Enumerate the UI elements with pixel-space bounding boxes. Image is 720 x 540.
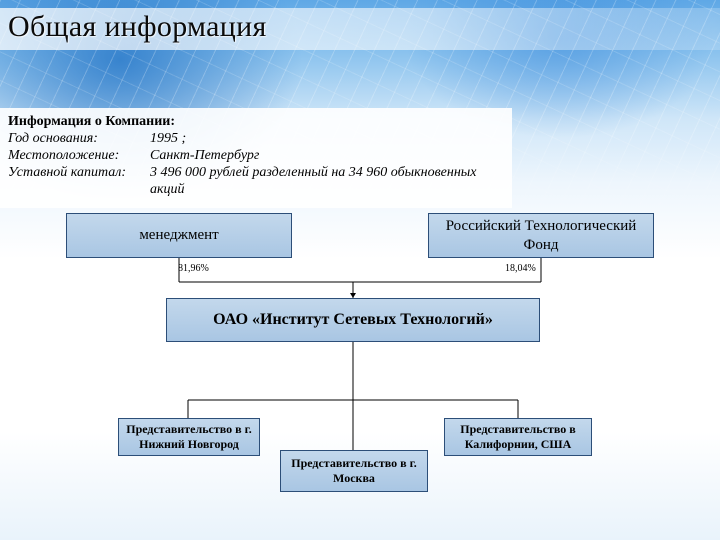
info-label: Уставной капитал: (8, 165, 127, 180)
share-percent-management: 81,96% (178, 263, 209, 274)
branch-box-moscow: Представительство в г. Москва (280, 450, 428, 492)
arrowhead (350, 293, 356, 298)
info-value: 3 496 000 рублей разделенный на 34 960 о… (150, 165, 477, 197)
branch-name: Представительство в г. Нижний Новгород (126, 422, 252, 451)
branch-box-california: Представительство в Калифорнии, США (444, 418, 592, 456)
company-box: ОАО «Институт Сетевых Технологий» (166, 298, 540, 342)
slide-title: Общая информация (8, 10, 267, 43)
info-value: 1995 ; (150, 131, 187, 146)
info-row-capital: Уставной капитал: 3 496 000 рублей разде… (8, 164, 476, 198)
branch-name: Представительство в Калифорнии, США (460, 422, 576, 451)
info-value: Санкт-Петербург (150, 148, 260, 163)
title-band (0, 8, 720, 50)
shareholder-box-rtf: Российский Технологический Фонд (428, 213, 654, 258)
info-label: Местоположение: (8, 148, 120, 163)
info-row-founded: Год основания: 1995 ; (8, 130, 186, 147)
share-percent-rtf: 18,04% (505, 263, 536, 274)
branch-box-nizhny-novgorod: Представительство в г. Нижний Новгород (118, 418, 260, 456)
company-info-heading: Информация о Компании: (8, 114, 176, 129)
company-info: Информация о Компании: Год основания: 19… (8, 113, 476, 198)
branch-name: Представительство в г. Москва (291, 456, 417, 485)
shareholder-name: Российский Технологический Фонд (445, 217, 637, 253)
info-label: Год основания: (8, 131, 98, 146)
info-panel (0, 108, 512, 208)
shareholder-name: менеджмент (139, 227, 219, 243)
shareholder-box-management: менеджмент (66, 213, 292, 258)
info-row-location: Местоположение: Санкт-Петербург (8, 147, 259, 164)
company-name: ОАО «Институт Сетевых Технологий» (213, 311, 493, 328)
